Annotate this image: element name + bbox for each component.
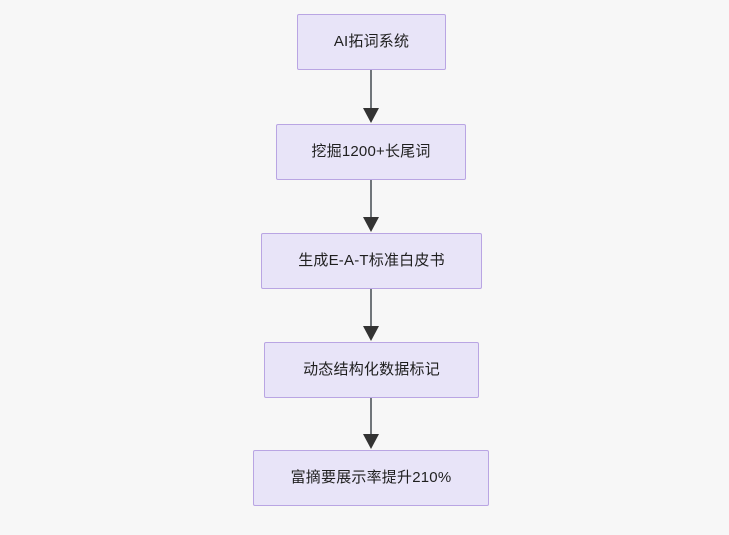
- flow-node-label: 动态结构化数据标记: [303, 361, 440, 378]
- flow-node-label: 生成E-A-T标准白皮书: [298, 252, 445, 269]
- flow-node-label: AI拓词系统: [333, 33, 410, 50]
- edge-n3-n4: [363, 289, 379, 341]
- flow-node-mine-longtail-keywords[interactable]: 挖掘1200+长尾词: [276, 124, 466, 180]
- flow-node-rich-snippet-impression-uplift[interactable]: 富摘要展示率提升210%: [253, 450, 489, 506]
- arrowhead-n1-n2: [363, 108, 379, 123]
- flow-node-dynamic-structured-data-markup[interactable]: 动态结构化数据标记: [264, 342, 479, 398]
- edge-n1-n2: [363, 70, 379, 123]
- arrowhead-n2-n3: [363, 217, 379, 232]
- edge-n2-n3: [363, 180, 379, 232]
- edge-n4-n5: [363, 398, 379, 449]
- arrowhead-n3-n4: [363, 326, 379, 341]
- flow-node-generate-eat-whitepaper[interactable]: 生成E-A-T标准白皮书: [261, 233, 482, 289]
- flow-node-ai-keyword-system[interactable]: AI拓词系统: [297, 14, 446, 70]
- flow-node-label: 挖掘1200+长尾词: [311, 143, 431, 160]
- flow-node-label: 富摘要展示率提升210%: [290, 469, 452, 486]
- arrowhead-n4-n5: [363, 434, 379, 449]
